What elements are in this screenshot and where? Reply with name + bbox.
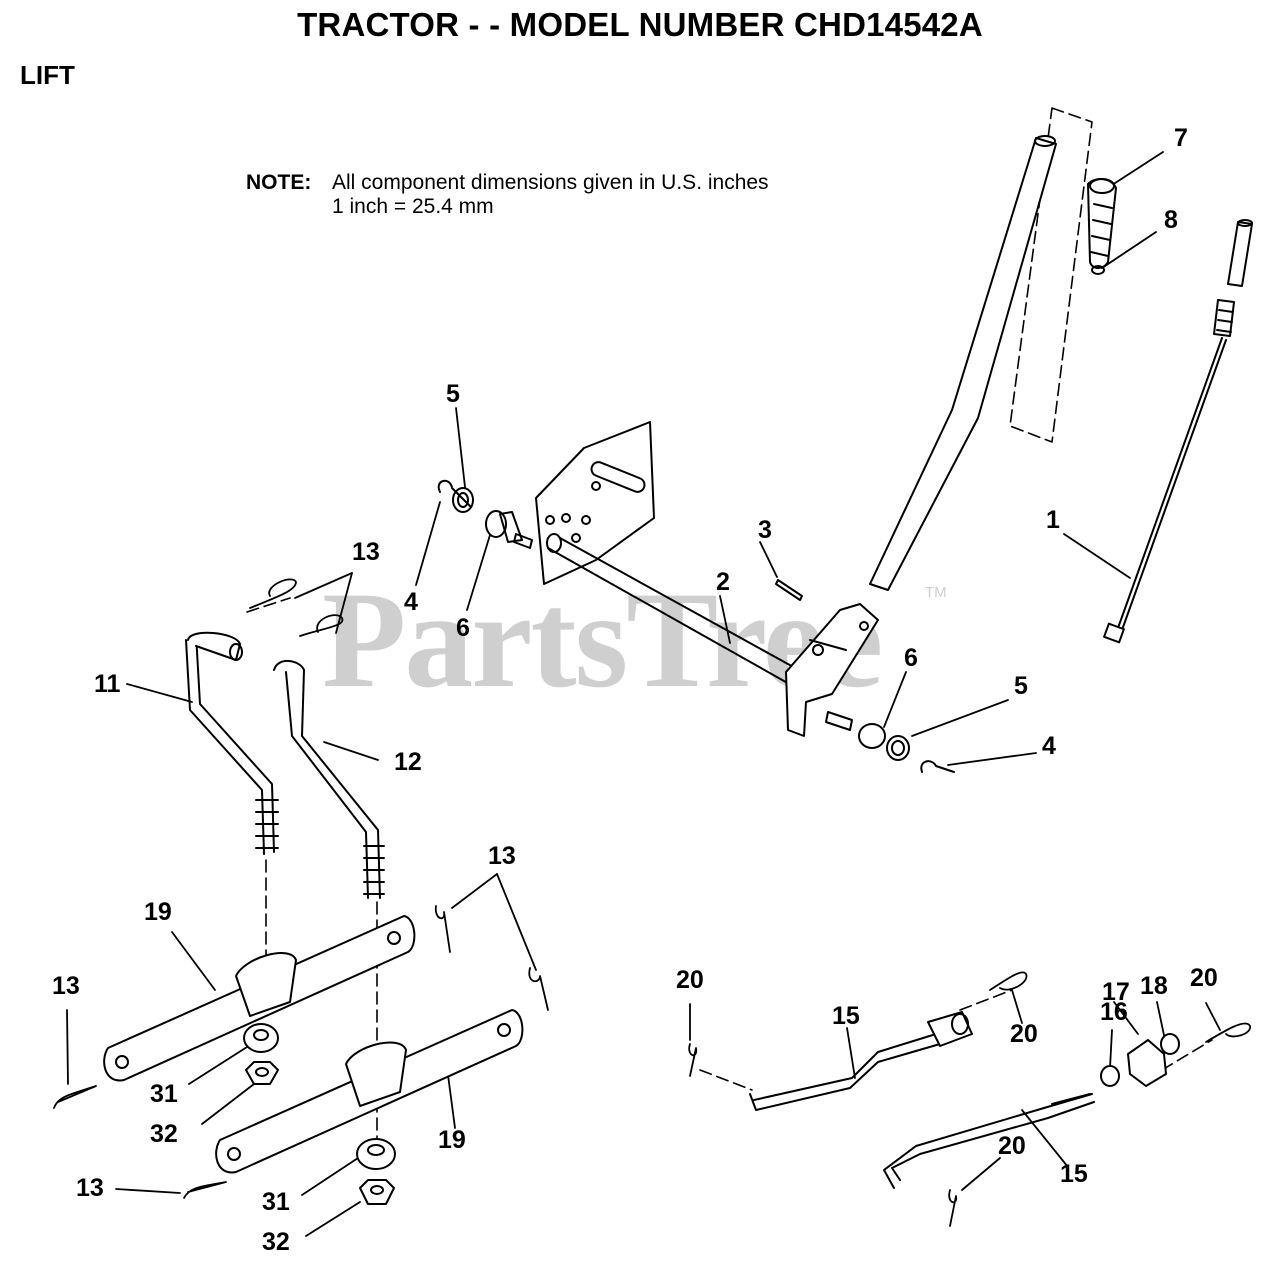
small-hardware xyxy=(437,479,955,773)
page-title: TRACTOR - - MODEL NUMBER CHD14542A xyxy=(297,6,983,43)
callout-20-lower: 20 xyxy=(998,1132,1026,1160)
callout-15-upper: 15 xyxy=(832,1002,860,1030)
note-line-1: All component dimensions given in U.S. i… xyxy=(332,171,769,194)
callout-13-middle: 13 xyxy=(488,842,516,870)
callout-6-lower: 6 xyxy=(904,644,918,672)
section-title: LIFT xyxy=(20,60,75,90)
callout-4-lower: 4 xyxy=(1042,732,1056,760)
callout-15-lower: 15 xyxy=(1060,1160,1088,1188)
callout-16: 16 xyxy=(1100,998,1128,1026)
callout-5-lower: 5 xyxy=(1014,672,1028,700)
watermark-tm: TM xyxy=(925,584,947,601)
lift-rod xyxy=(1103,219,1253,644)
callout-19-lower: 19 xyxy=(438,1126,466,1154)
callout-20-middle: 20 xyxy=(1010,1020,1038,1048)
callout-12: 12 xyxy=(394,748,422,776)
callout-32-upper: 32 xyxy=(150,1120,178,1148)
hidden-lines xyxy=(246,107,1213,1139)
callout-2: 2 xyxy=(716,568,730,596)
callout-13-upper: 13 xyxy=(352,538,380,566)
callout-31-lower: 31 xyxy=(262,1188,290,1216)
callout-8: 8 xyxy=(1164,206,1178,234)
callout-17: 17 xyxy=(1102,978,1130,1006)
callout-20-left: 20 xyxy=(676,966,704,994)
cross-shaft-assembly xyxy=(485,421,879,737)
callout-32-lower: 32 xyxy=(262,1228,290,1256)
lift-handle xyxy=(869,135,1117,591)
note-label: NOTE: xyxy=(246,171,312,194)
dimension-note: NOTE: All component dimensions given in U… xyxy=(246,171,769,219)
callout-3: 3 xyxy=(758,516,772,544)
callout-20-right: 20 xyxy=(1190,964,1218,992)
callout-7: 7 xyxy=(1174,124,1188,152)
callout-11: 11 xyxy=(94,670,121,698)
callout-6-upper: 6 xyxy=(456,614,470,642)
washers-nuts xyxy=(243,1023,396,1205)
lift-arms xyxy=(103,915,524,1174)
callout-13-left: 13 xyxy=(52,972,80,1000)
callout-1: 1 xyxy=(1046,506,1060,534)
callout-13-lower: 13 xyxy=(76,1174,104,1202)
callout-4-upper: 4 xyxy=(404,588,418,616)
hairpin-clips xyxy=(53,578,1251,1227)
deck-rods xyxy=(749,1011,1180,1189)
note-line-2: 1 inch = 25.4 mm xyxy=(332,195,494,218)
callout-31-upper: 31 xyxy=(150,1080,178,1108)
callout-5-upper: 5 xyxy=(446,380,460,408)
callout-19-upper: 19 xyxy=(144,898,172,926)
leader-lines xyxy=(66,151,1221,1237)
lift-links xyxy=(185,631,385,899)
callout-18: 18 xyxy=(1140,972,1168,1000)
